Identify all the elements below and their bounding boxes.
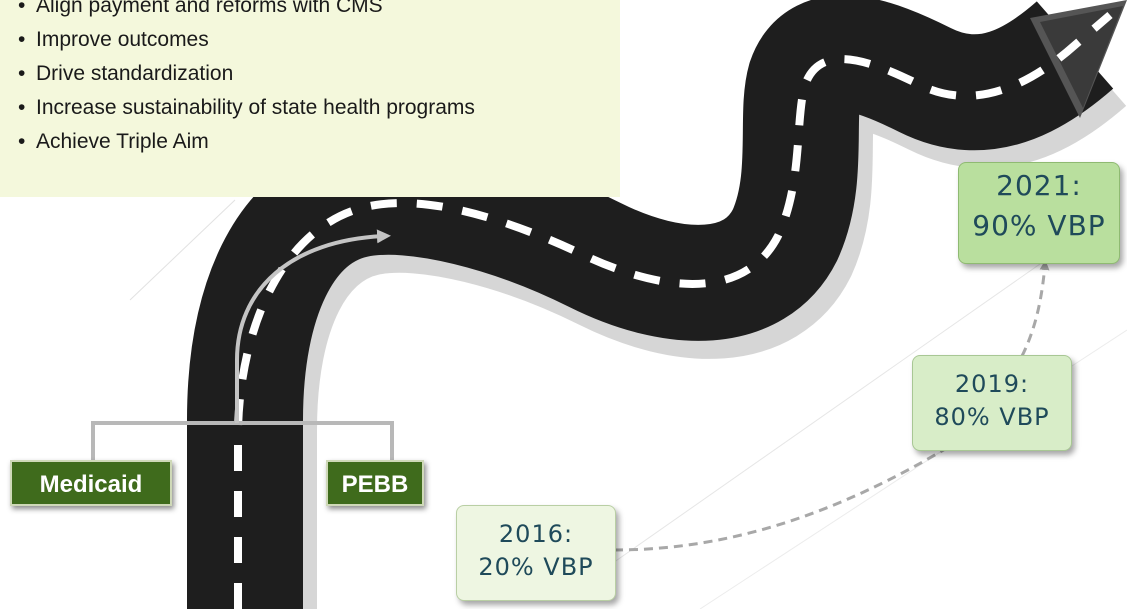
goal-item: • Increase sustainability of state health… (18, 91, 475, 125)
bracket-stem-arrow (235, 229, 391, 423)
bullet-icon: • (18, 96, 26, 119)
goal-item: • Improve outcomes (18, 23, 475, 57)
guide-line (129, 199, 236, 301)
pebb-label: PEBB (326, 460, 424, 506)
milestone-year: 2021: (996, 169, 1082, 202)
payer-bracket (91, 421, 394, 462)
road-arrowhead-highlight (1040, 6, 1123, 108)
bullet-icon: • (18, 0, 26, 17)
milestone-target: 20% VBP (478, 553, 594, 581)
bullet-icon: • (18, 28, 26, 51)
milestone-year: 2019: (954, 370, 1030, 398)
goal-text: Drive standardization (36, 62, 234, 85)
milestone-2016: 2016: 20% VBP (456, 505, 616, 601)
bullet-icon: • (18, 62, 26, 85)
milestone-target: 90% VBP (972, 209, 1106, 242)
goal-text: Increase sustainability of state health … (36, 96, 475, 119)
guide-line (559, 249, 1061, 601)
connector-2019-2021 (1020, 260, 1050, 357)
milestone-2019: 2019: 80% VBP (912, 355, 1072, 451)
bullet-icon: • (18, 130, 26, 153)
goal-item: • Achieve Triple Aim (18, 125, 475, 159)
milestone-target: 80% VBP (934, 403, 1050, 431)
goal-item: • Drive standardization (18, 57, 475, 91)
goal-text: Improve outcomes (36, 28, 209, 51)
medicaid-label: Medicaid (10, 460, 172, 506)
road-centerline (234, 11, 1113, 609)
goal-item: • Align payment and reforms with CMS (18, 0, 475, 23)
goal-text: Align payment and reforms with CMS (36, 0, 383, 17)
goal-text: Achieve Triple Aim (36, 130, 209, 153)
connector-2016-2019 (613, 437, 964, 552)
milestone-2021: 2021: 90% VBP (958, 162, 1120, 264)
goals-list: • Align payment and reforms with CMS • Imp… (18, 0, 475, 159)
goals-panel: • Align payment and reforms with CMS • Imp… (0, 0, 620, 197)
milestone-year: 2016: (498, 520, 574, 548)
road (187, 0, 1114, 609)
